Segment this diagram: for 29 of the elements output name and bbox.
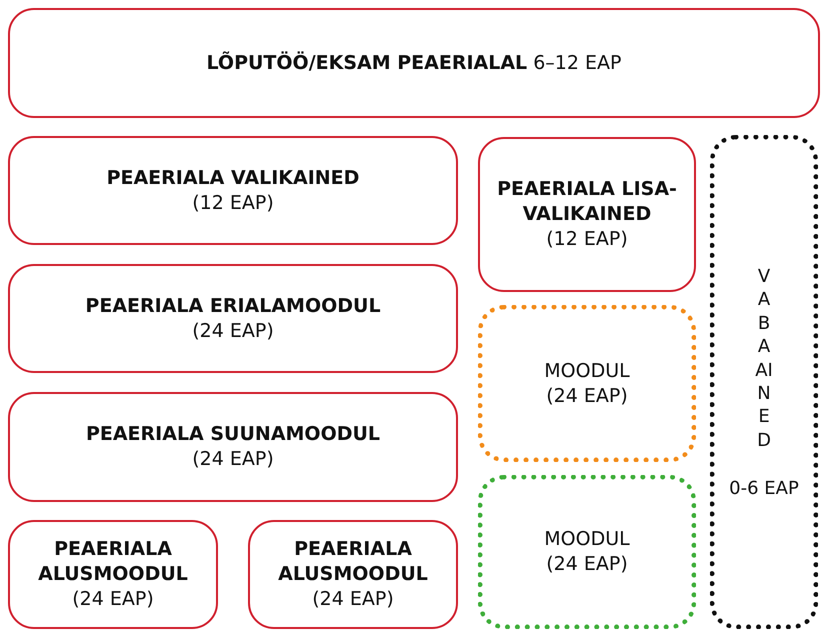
- module-title: PEAERIALA ERIALAMOODUL: [85, 294, 381, 318]
- module-title: MOODUL: [544, 527, 630, 552]
- credit-label: (12 EAP): [546, 226, 628, 252]
- module-title: PEAERIALA LISA-VALIKAINED: [496, 177, 678, 227]
- module-title: PEAERIALA ALUSMOODUL: [37, 537, 189, 587]
- credit-label: (24 EAP): [312, 586, 394, 612]
- module-box: [8, 520, 218, 629]
- credit-label: (24 EAP): [546, 552, 628, 577]
- module-box: [478, 137, 696, 292]
- module-box: [8, 136, 458, 245]
- module-title: PEAERIALA VALIKAINED: [106, 166, 360, 190]
- credit-label: (12 EAP): [192, 190, 274, 216]
- credit-label: (24 EAP): [192, 447, 274, 472]
- credit-label: 0-6 EAP: [729, 478, 799, 500]
- heading: LÕPUTÖÖ/EKSAM PEAERIALAL 6–12 EAP: [206, 50, 622, 76]
- module-title: MOODUL: [544, 358, 630, 384]
- module-box: [8, 8, 820, 118]
- module-title: PEAERIALA ALUSMOODUL: [277, 537, 429, 587]
- module-box: [710, 135, 818, 629]
- module-box: [478, 475, 696, 629]
- credit-label: (24 EAP): [192, 318, 274, 344]
- module-box: [8, 392, 458, 502]
- credit-label: (24 EAP): [72, 586, 154, 612]
- module-box: [248, 520, 458, 629]
- module-title: PEAERIALA SUUNAMOODUL: [86, 422, 380, 447]
- module-box: [478, 305, 696, 462]
- credit-label: (24 EAP): [546, 384, 628, 408]
- vertical-heading: VABAAINED: [755, 264, 773, 452]
- module-box: [8, 264, 458, 373]
